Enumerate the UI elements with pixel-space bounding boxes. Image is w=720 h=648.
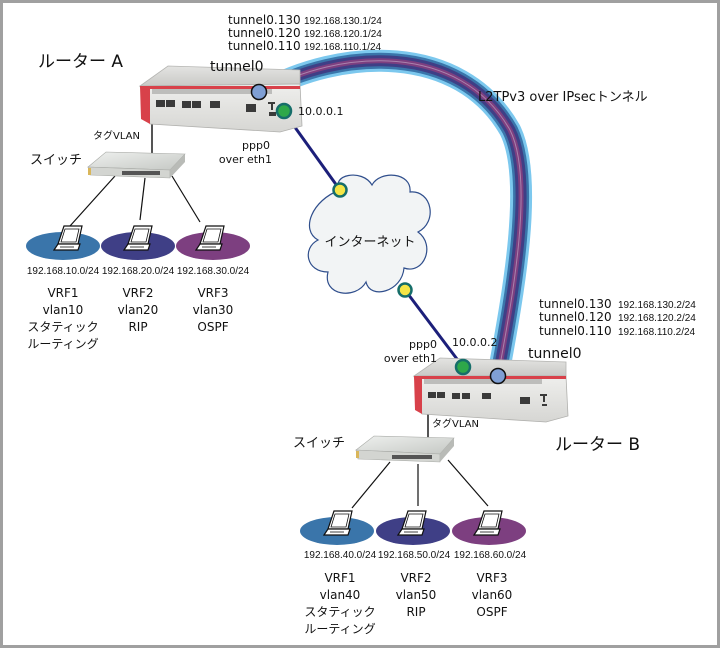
lan-subnet: 192.168.20.0/24 (102, 266, 175, 277)
ppp-endpoint-a[interactable] (275, 102, 293, 120)
router-a-tunnel-iface: tunnel0 (210, 59, 264, 75)
subtunnel-ip: 192.168.130.2/24 (618, 300, 696, 311)
lan-subnet: 192.168.50.0/24 (378, 550, 451, 561)
router-a-ppp-over: over eth1 (219, 153, 272, 166)
lan-link-b1 (351, 461, 391, 509)
lan-link-a1 (69, 175, 116, 227)
router-b-wan-ip: 10.0.0.2 (452, 336, 497, 349)
subtunnel-name: tunnel0.120 (539, 310, 612, 324)
vrf-label: VRF1 (47, 286, 78, 300)
subtunnel-ip: 192.168.110.1/24 (304, 42, 382, 53)
subtunnel-ip: 192.168.110.2/24 (618, 327, 696, 338)
router-b-subtunnels: tunnel0.130 192.168.130.2/24 tunnel0.120… (539, 297, 696, 338)
lan-subnet: 192.168.60.0/24 (454, 550, 527, 561)
tunnel-endpoint-a[interactable] (250, 83, 268, 101)
ppp-endpoint-b[interactable] (454, 358, 472, 376)
router-a-title: ルーター A (38, 52, 123, 72)
router-a-wan-ip: 10.0.0.1 (298, 105, 343, 118)
switch-a-label: スイッチ (30, 153, 82, 168)
tunnel-type-label: L2TPv3 over IPsecトンネル (478, 90, 648, 105)
routing-label: RIP (406, 605, 425, 619)
vlan-label: vlan60 (472, 588, 513, 602)
subtunnel-name: tunnel0.110 (228, 39, 301, 53)
routing-label: スタティック (304, 605, 375, 619)
routing-label-line2: ルーティング (304, 622, 375, 636)
subtunnel-name: tunnel0.110 (539, 324, 612, 338)
l2tpv3-ipsec-tunnel (251, 49, 533, 387)
lan-link-a2 (139, 177, 146, 221)
tunnel-endpoint-b[interactable] (489, 367, 507, 385)
switch-a-device[interactable] (87, 151, 186, 179)
router-a-tag-vlan: タグVLAN (93, 129, 140, 142)
lan-link-a3 (171, 175, 201, 223)
vrf-label: VRF2 (122, 286, 153, 300)
vrf-label: VRF1 (324, 571, 355, 585)
lan-subnet: 192.168.40.0/24 (304, 550, 377, 561)
subtunnel-ip: 192.168.130.1/24 (304, 16, 382, 27)
routing-label: RIP (128, 320, 147, 334)
router-a-device[interactable] (138, 65, 303, 133)
internet-endpoint-a (332, 182, 348, 198)
vlan-label: vlan10 (43, 303, 84, 317)
internet-label: インターネット (324, 235, 415, 250)
vlan-label: vlan40 (320, 588, 361, 602)
switch-b-device[interactable] (355, 435, 455, 463)
router-b-ppp-label: ppp0 (409, 338, 437, 351)
routing-label: OSPF (197, 320, 228, 334)
routing-label-line2: ルーティング (27, 337, 98, 351)
vlan-label: vlan30 (193, 303, 234, 317)
router-b-lans: 192.168.40.0/24 192.168.50.0/24 192.168.… (300, 510, 527, 636)
vlan-label: vlan20 (118, 303, 159, 317)
router-b-device[interactable] (412, 357, 569, 423)
router-a-ppp-label: ppp0 (242, 139, 270, 152)
router-b-title: ルーター B (555, 435, 640, 455)
internet-cloud (307, 174, 431, 294)
vrf-label: VRF3 (476, 571, 507, 585)
subtunnel-name: tunnel0.120 (228, 26, 301, 40)
subtunnel-ip: 192.168.120.1/24 (304, 29, 382, 40)
lan-subnet: 192.168.10.0/24 (27, 266, 100, 277)
vrf-label: VRF2 (400, 571, 431, 585)
wan-link-b (403, 289, 465, 368)
lan-link-b3 (447, 459, 489, 507)
subtunnel-ip: 192.168.120.2/24 (618, 313, 696, 324)
routing-label: OSPF (476, 605, 507, 619)
router-b-ppp-over: over eth1 (384, 352, 437, 365)
switch-b-label: スイッチ (293, 436, 345, 451)
subtunnel-name: tunnel0.130 (539, 297, 612, 311)
lan-subnet: 192.168.30.0/24 (177, 266, 250, 277)
router-a-subtunnels: tunnel0.130 192.168.130.1/24 tunnel0.120… (228, 13, 382, 53)
internet-endpoint-b (397, 282, 413, 298)
vrf-label: VRF3 (197, 286, 228, 300)
router-a-lans: 192.168.10.0/24 192.168.20.0/24 192.168.… (26, 225, 250, 351)
router-b-tag-vlan: タグVLAN (432, 417, 479, 430)
router-b-tunnel-iface: tunnel0 (528, 346, 582, 362)
vlan-label: vlan50 (396, 588, 437, 602)
routing-label: スタティック (27, 320, 98, 334)
subtunnel-name: tunnel0.130 (228, 13, 301, 27)
